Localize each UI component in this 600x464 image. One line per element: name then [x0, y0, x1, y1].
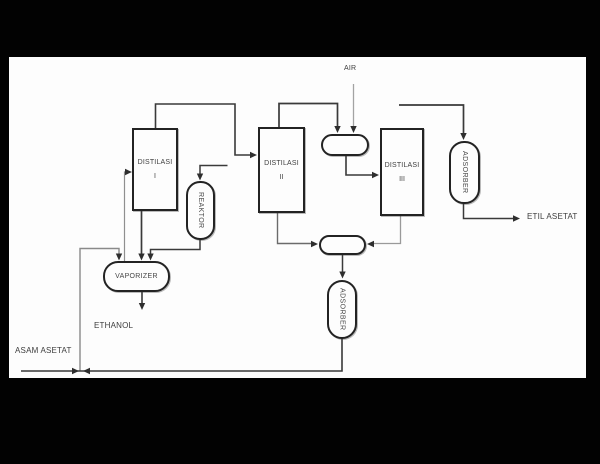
paper-sheet: [9, 57, 586, 378]
column-distilasi-ii-numeral: II: [279, 173, 284, 181]
adsorber-vessel-middle: ADSORBER: [327, 280, 357, 339]
adsorber-vessel-right: ADSORBER: [449, 141, 480, 204]
stream-label-asam-asetat: ASAM ASETAT: [15, 346, 72, 355]
line-mixer1-to-d3: [345, 155, 372, 176]
mixer-drum-top: [321, 134, 369, 156]
arrow-into-d1: [125, 168, 132, 176]
arrow-reaktor-into-vaporizer: [147, 253, 154, 261]
arrow-etil-asetat: [513, 215, 520, 222]
line-d2-overhead-to-mixer1: [278, 102, 339, 128]
arrow-into-d3: [372, 171, 379, 179]
reactor-label: REAKTOR: [197, 192, 204, 229]
adsorber-right-label: ADSORBER: [461, 151, 468, 194]
line-overhead-to-adsorber-right: [399, 104, 465, 133]
line-vaporizer-to-d1: [123, 171, 126, 262]
column-distilasi-iii: DISTILASI III: [380, 128, 424, 216]
arrow-feed-into-vaporizer: [115, 253, 123, 261]
arrow-junction-right: [72, 367, 79, 375]
arrow-air-into-mixer1: [350, 126, 357, 133]
line-feed-riser-to-vaporizer: [79, 247, 120, 371]
column-distilasi-iii-label: DISTILASI: [384, 161, 420, 169]
vaporizer-label: VAPORIZER: [115, 273, 158, 280]
arrow-into-d2: [250, 151, 257, 159]
column-distilasi-i-numeral: I: [154, 173, 156, 180]
column-distilasi-i: DISTILASI I: [132, 128, 178, 211]
arrow-junction-left: [83, 367, 90, 375]
arrow-into-adsorber-right: [460, 133, 467, 140]
line-d2-bottoms-to-mixer2: [276, 212, 311, 245]
vaporizer-vessel: VAPORIZER: [103, 261, 170, 292]
line-feed-to-reaktor: [199, 164, 228, 174]
stream-label-ethanol: ETHANOL: [94, 321, 134, 330]
arrow-into-reaktor: [196, 173, 204, 181]
column-distilasi-iii-numeral: III: [399, 175, 405, 183]
arrow-d2-into-mixer1: [334, 126, 341, 133]
arrow-into-mixer2-left: [311, 240, 318, 248]
mixer-drum-bottom: [319, 235, 366, 255]
line-d3-bottoms-to-mixer2: [374, 216, 402, 245]
line-d1-overhead-to-d2: [154, 103, 250, 156]
line-adsorber-middle-recycle: [21, 338, 343, 372]
arrow-into-mixer2-right: [367, 240, 374, 248]
reactor-vessel: REAKTOR: [186, 181, 215, 240]
column-distilasi-ii-label: DISTILASI: [264, 159, 299, 167]
adsorber-middle-label: ADSORBER: [338, 288, 346, 331]
arrow-d1-into-vaporizer: [138, 253, 145, 261]
arrow-ethanol: [138, 303, 146, 310]
column-distilasi-i-label: DISTILASI: [137, 159, 173, 166]
stream-label-air: AIR: [344, 65, 357, 72]
line-reaktor-to-vaporizer: [149, 240, 201, 254]
stream-label-etil-asetat: ETIL ASETAT: [527, 212, 578, 221]
line-adsorber-right-to-etil-asetat: [462, 203, 513, 220]
arrow-into-adsorber-middle: [339, 271, 346, 279]
column-distilasi-ii: DISTILASI II: [258, 127, 305, 213]
